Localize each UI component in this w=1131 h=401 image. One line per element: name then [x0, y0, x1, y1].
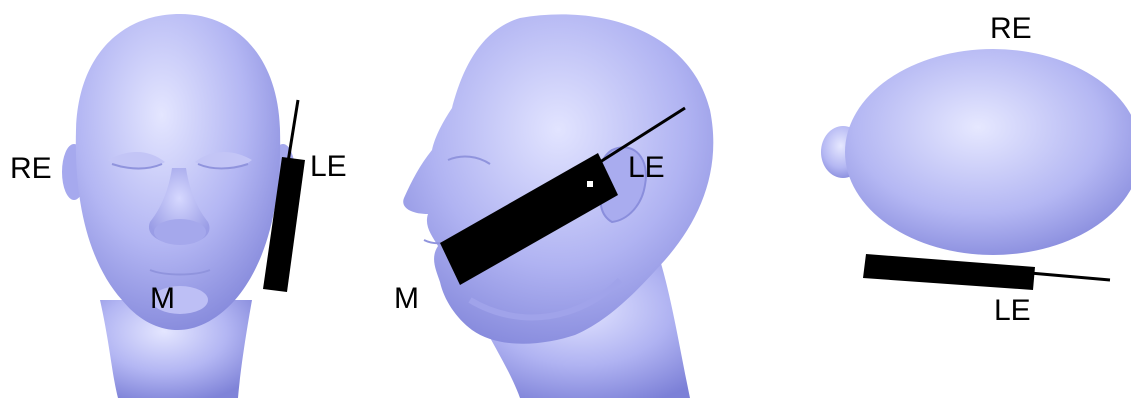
head-top-icon	[821, 49, 1131, 255]
side-view: LE M	[394, 14, 713, 398]
label-left-ear: LE	[310, 150, 347, 183]
phone-body	[863, 254, 1035, 290]
label-right-ear: RE	[10, 152, 52, 185]
phone-icon	[863, 254, 1110, 290]
head-front-icon	[62, 14, 295, 398]
front-view: RE LE M	[10, 14, 347, 398]
phone-dot	[587, 181, 593, 187]
phone-antenna	[1030, 273, 1110, 280]
label-mouth: M	[394, 282, 419, 315]
label-mouth: M	[150, 282, 175, 315]
label-left-ear: LE	[628, 151, 665, 184]
label-left-ear: LE	[994, 294, 1031, 327]
top-view: RE LE	[821, 12, 1131, 327]
label-right-ear: RE	[990, 12, 1032, 45]
phone-antenna	[288, 100, 298, 162]
